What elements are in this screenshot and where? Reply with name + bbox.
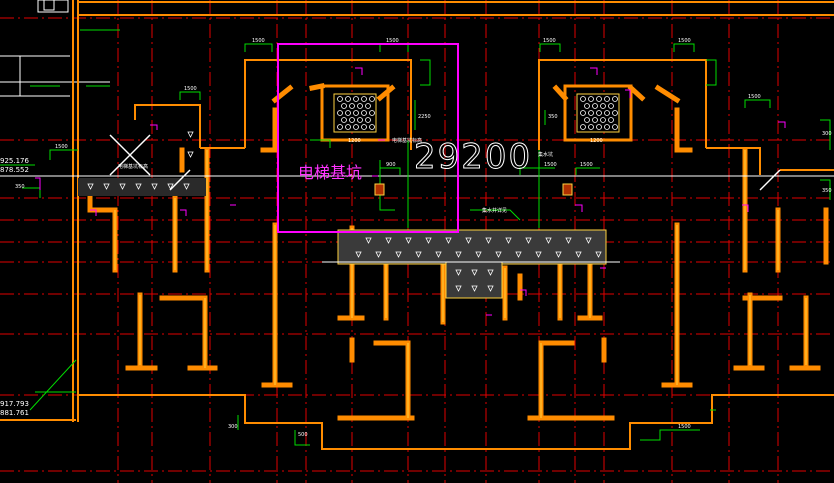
dimension-lines [0, 43, 831, 446]
small-notes: 电梯基坑标高 集水坑 集水井详见 电梯基坑标高 [118, 137, 553, 214]
pile-cap-left [320, 84, 390, 142]
dim-1500-g: 1500 [544, 162, 557, 168]
elevator-pit-label[interactable]: 电梯基坑 [298, 163, 362, 182]
dim-1500-e: 1500 [184, 86, 197, 92]
elevation-4: 881.761 [0, 409, 29, 417]
left-boundary-wall [0, 0, 834, 422]
dim-500: 500 [298, 432, 308, 438]
dim-1200-a: 1200 [348, 138, 361, 144]
magenta-markers [35, 67, 786, 316]
left-beam-strip [0, 131, 834, 196]
svg-text:300: 300 [822, 131, 832, 137]
shear-wall-centerlines [114, 150, 807, 418]
dim-1500-bottom: 1500 [678, 424, 691, 430]
selection-rectangle[interactable] [277, 43, 459, 233]
dim-1500-c: 1500 [543, 38, 556, 44]
title-block-fragment [0, 0, 110, 97]
elevation-1: 925.176 [0, 157, 29, 165]
note-0: 电梯基坑标高 [392, 137, 422, 144]
svg-text:350: 350 [548, 114, 558, 120]
dim-2250: 2250 [418, 114, 431, 120]
dim-1500-left: 1500 [55, 144, 68, 150]
note-1: 集水坑 [538, 151, 553, 158]
dim-1500-a: 1500 [252, 38, 265, 44]
elevation-labels: 925.176 878.552 917.793 881.761 [0, 157, 29, 417]
dim-1500-f: 1500 [748, 94, 761, 100]
note-2: 集水井详见 [482, 207, 507, 214]
dim-900: 900 [386, 162, 396, 168]
sump-pit-markers [374, 183, 573, 196]
pile-cap-right [563, 84, 633, 142]
note-3: 电梯基坑标高 [118, 163, 148, 170]
top-left-green-dims [30, 29, 120, 87]
elevation-2: 878.552 [0, 166, 29, 174]
dim-1500-d: 1500 [678, 38, 691, 44]
dim-1500-b: 1500 [386, 38, 399, 44]
svg-text:300: 300 [228, 424, 238, 430]
svg-text:350: 350 [822, 188, 832, 194]
wall-tags: 350 300 350 300 350 [15, 114, 832, 430]
elevation-3: 917.793 [0, 400, 29, 408]
svg-text:350: 350 [15, 184, 25, 190]
dim-1200-b: 1200 [590, 138, 603, 144]
dimension-texts: 1500 1500 1500 1500 1500 1500 1500 1500 … [55, 38, 761, 438]
central-beam [322, 229, 620, 299]
big-dimension-value[interactable]: 29200 [414, 137, 532, 178]
dim-1500-h: 1500 [580, 162, 593, 168]
